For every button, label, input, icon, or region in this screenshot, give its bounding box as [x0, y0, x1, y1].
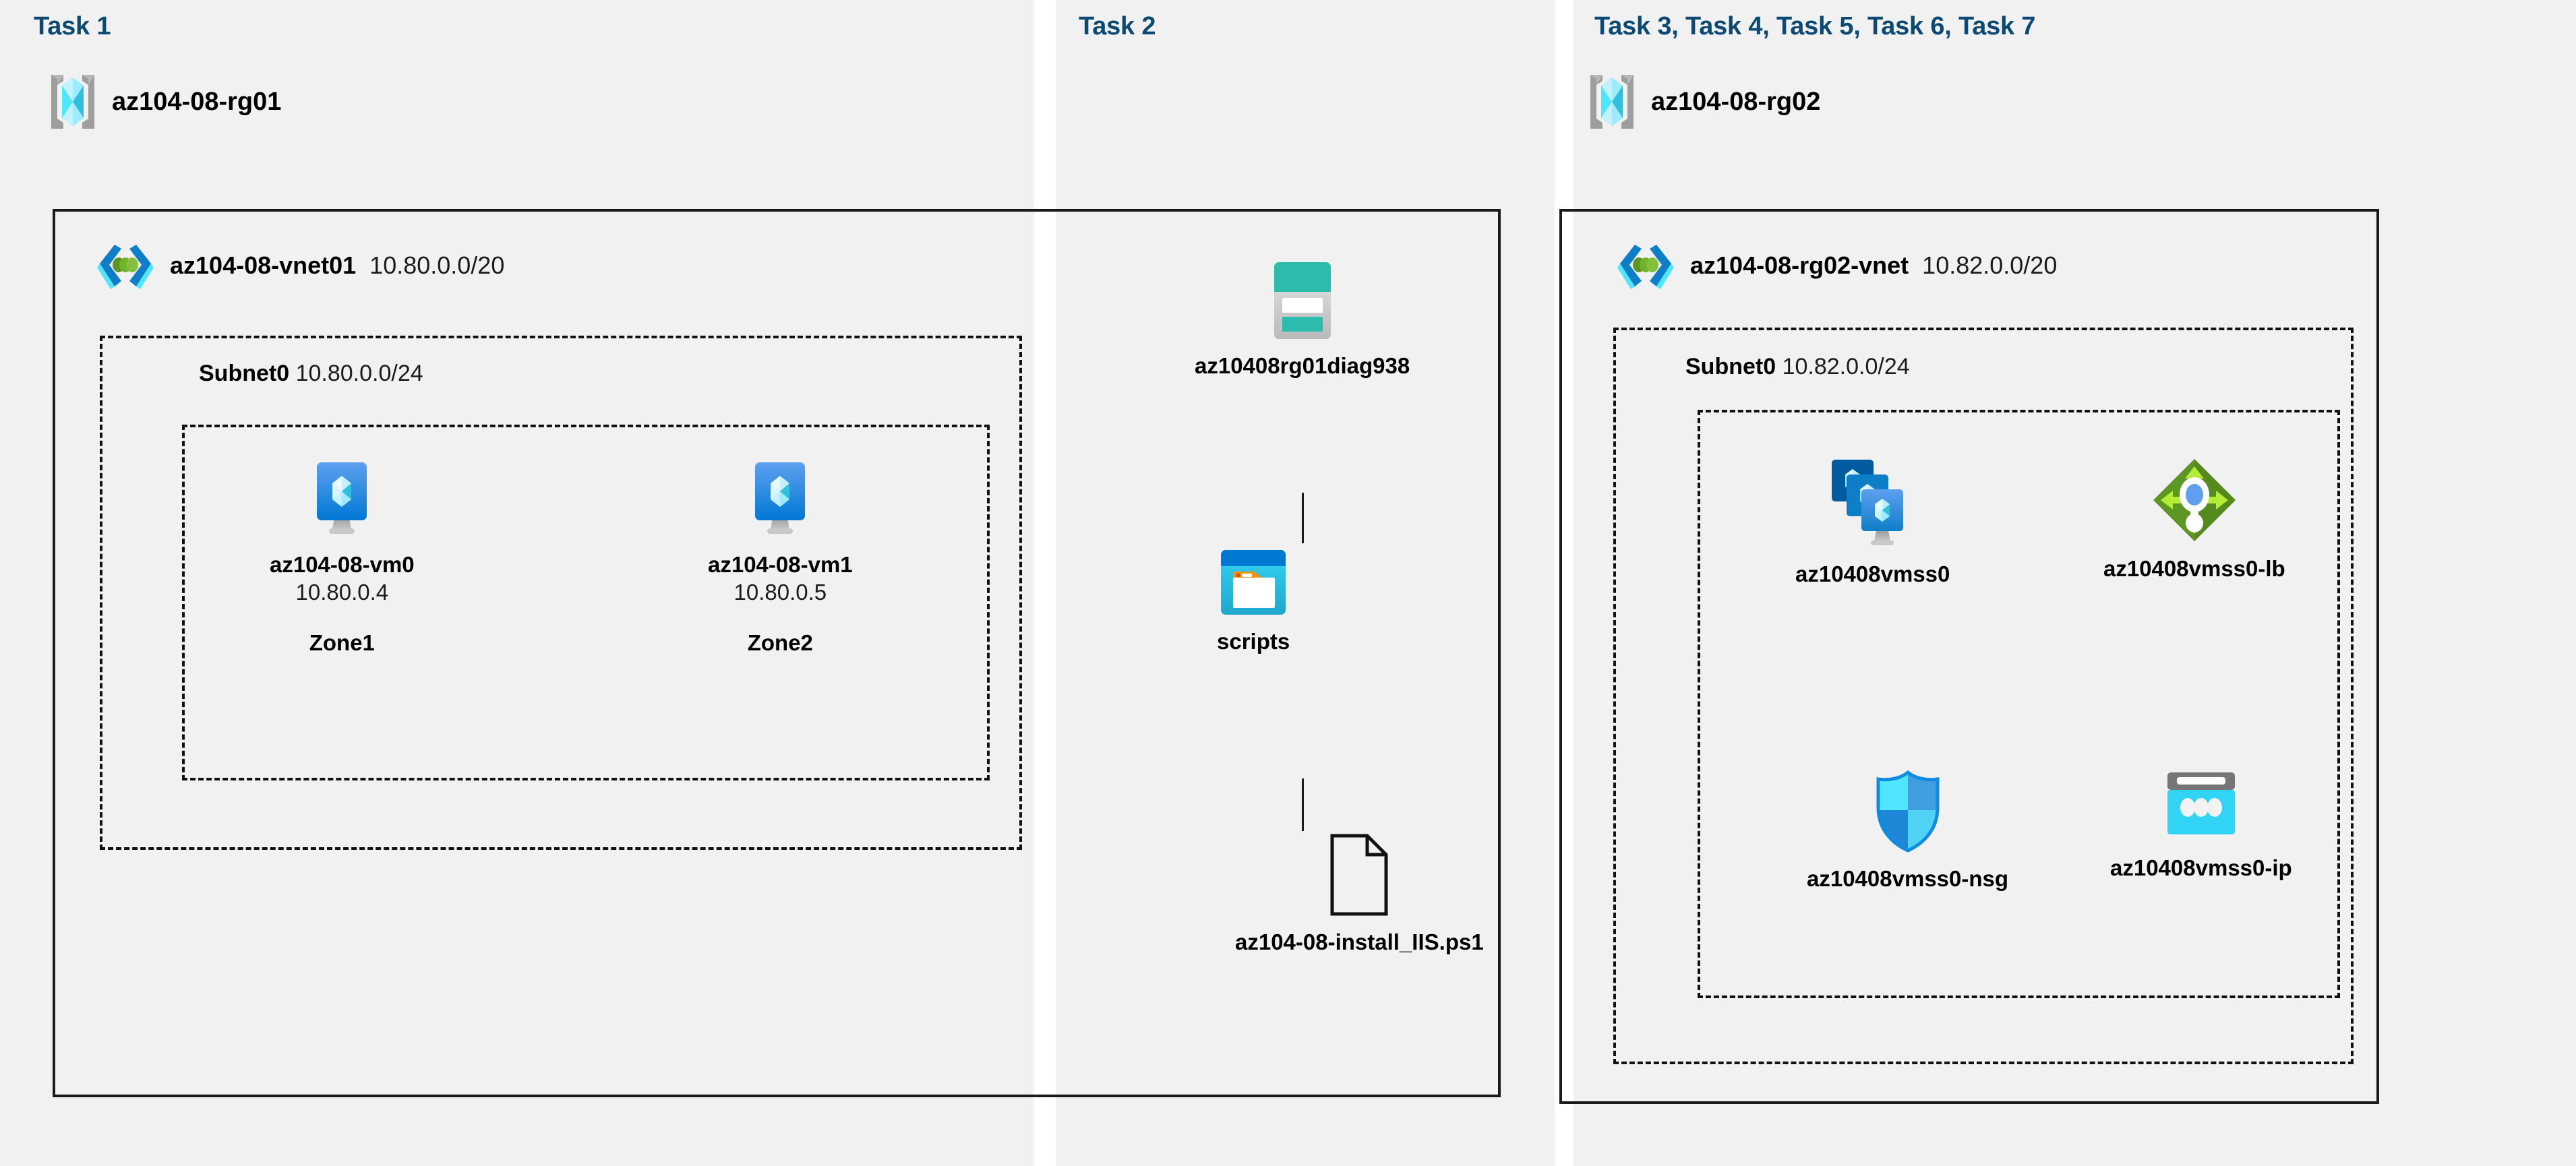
resource-group-rg02-label: az104-08-rg02 — [1651, 87, 1821, 116]
vm0-ip: 10.80.0.4 — [295, 580, 389, 605]
availability-zones-boundary — [182, 425, 990, 780]
virtual-machine-icon — [298, 453, 386, 541]
resource-group-icon — [49, 71, 97, 133]
vm0-zone: Zone1 — [309, 630, 375, 656]
virtual-network-icon — [1615, 239, 1677, 292]
subnet0-left-boundary — [100, 336, 1022, 850]
script-file-node[interactable]: az104-08-install_IIS.ps1 — [1235, 832, 1484, 956]
virtual-network-icon — [94, 239, 156, 292]
resource-group-rg02: az104-08-rg02 — [1588, 71, 1820, 133]
public-ip-address-icon — [2161, 768, 2242, 844]
connector-storage-to-container — [1302, 493, 1304, 543]
document-file-icon — [1325, 832, 1393, 918]
subnet0-left-label: Subnet0 10.80.0.0/24 — [199, 361, 423, 387]
vm-node-az104-08-vm0[interactable]: az104-08-vm0 10.80.0.4 Zone1 — [270, 453, 415, 656]
network-security-group-icon — [1870, 768, 1946, 855]
vm1-name: az104-08-vm1 — [708, 552, 853, 577]
resource-group-rg01: az104-08-rg01 — [49, 71, 281, 133]
script-file-name: az104-08-install_IIS.ps1 — [1235, 929, 1484, 954]
blob-container-icon — [1218, 547, 1288, 617]
rg02-vnet-header: az104-08-rg02-vnet 10.82.0.0/20 — [1615, 239, 2057, 292]
rg02-vnet-boundary — [1559, 209, 2379, 1104]
nsg-name: az10408vmss0-nsg — [1807, 866, 2009, 891]
vnet01-name: az104-08-vnet01 — [170, 251, 357, 279]
vmss-resources-boundary — [1698, 410, 2340, 998]
vm-scale-set-icon — [1822, 456, 1923, 550]
subnet0-right-name: Subnet0 — [1685, 354, 1776, 379]
public-ip-address-node[interactable]: az10408vmss0-ip — [2110, 768, 2292, 882]
load-balancer-icon — [2150, 456, 2239, 545]
network-security-group-node[interactable]: az10408vmss0-nsg — [1807, 768, 2008, 892]
subnet0-left-name: Subnet0 — [199, 361, 290, 386]
connector-container-to-file — [1302, 778, 1304, 831]
task2-panel — [1056, 0, 1555, 1166]
subnet0-right-cidr: 10.82.0.0/24 — [1782, 354, 1910, 379]
storage-account-icon — [1269, 259, 1336, 342]
resource-group-icon — [1588, 71, 1636, 133]
blob-container-node[interactable]: scripts — [1217, 547, 1290, 655]
task3-7-panel — [1574, 0, 2576, 1166]
rg02-vnet-name: az104-08-rg02-vnet — [1690, 251, 1909, 279]
task3-7-heading: Task 3, Task 4, Task 5, Task 6, Task 7 — [1594, 12, 2036, 40]
storage-account-node[interactable]: az10408rg01diag938 — [1195, 259, 1410, 379]
load-balancer-name: az10408vmss0-lb — [2103, 556, 2285, 581]
rg02-vnet-cidr: 10.82.0.0/20 — [1922, 251, 2058, 279]
vmss-name: az10408vmss0 — [1795, 561, 1950, 586]
task1-panel — [0, 0, 1034, 1166]
vnet01-cidr: 10.80.0.0/20 — [369, 251, 505, 279]
vm0-name: az104-08-vm0 — [270, 552, 415, 577]
vm-node-az104-08-vm1[interactable]: az104-08-vm1 10.80.0.5 Zone2 — [708, 453, 853, 656]
vnet01-header: az104-08-vnet01 10.80.0.0/20 — [94, 239, 504, 292]
task2-heading: Task 2 — [1079, 12, 1156, 40]
vm1-ip: 10.80.0.5 — [733, 580, 827, 605]
task1-heading: Task 1 — [34, 12, 111, 40]
load-balancer-node[interactable]: az10408vmss0-lb — [2103, 456, 2285, 582]
subnet0-right-label: Subnet0 10.82.0.0/24 — [1685, 354, 1910, 380]
subnet0-right-boundary — [1613, 328, 2354, 1064]
resource-group-rg01-label: az104-08-rg01 — [112, 87, 282, 116]
vmss-node[interactable]: az10408vmss0 — [1795, 456, 1950, 588]
vnet01-boundary — [53, 209, 1501, 1097]
virtual-machine-icon — [736, 453, 824, 541]
subnet0-left-cidr: 10.80.0.0/24 — [295, 361, 423, 386]
public-ip-name: az10408vmss0-ip — [2110, 855, 2292, 880]
vm1-zone: Zone2 — [747, 630, 813, 656]
blob-container-name: scripts — [1217, 629, 1290, 654]
storage-account-name: az10408rg01diag938 — [1195, 353, 1410, 378]
